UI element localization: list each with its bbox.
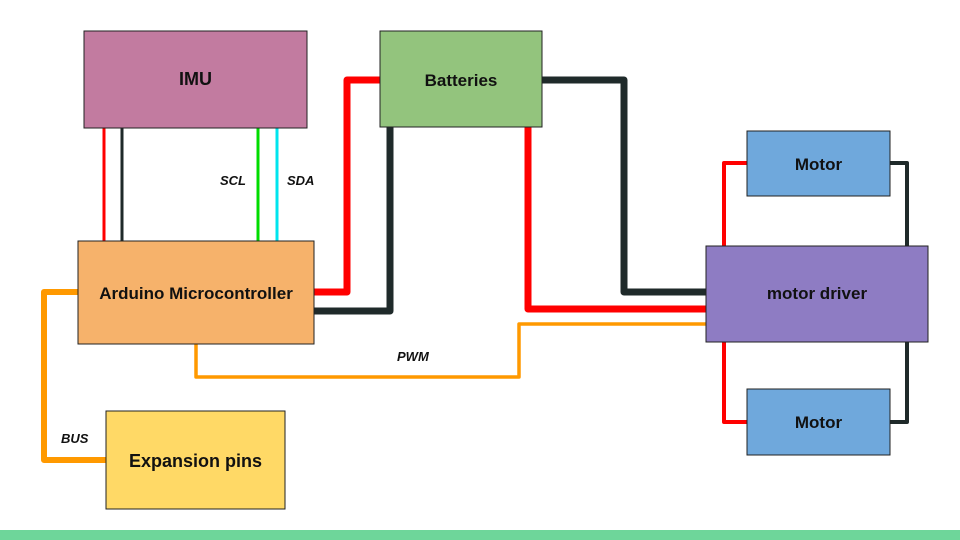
batteries-label: Batteries xyxy=(425,71,498,90)
pwm-wire xyxy=(194,322,706,379)
top-motor-power-wire xyxy=(722,161,747,246)
motor-top-label: Motor xyxy=(795,155,843,174)
expansion-pins-block: Expansion pins xyxy=(105,410,286,510)
arduino-label: Arduino Microcontroller xyxy=(99,284,293,303)
batteries-block: Batteries xyxy=(379,30,543,128)
motor-bottom-label: Motor xyxy=(795,413,843,432)
motor-top-block: Motor xyxy=(746,130,891,197)
sda-label: SDA xyxy=(287,173,314,188)
arduino-block: Arduino Microcontroller xyxy=(77,240,315,345)
imu-label: IMU xyxy=(179,69,212,89)
bottom-motor-power-wire xyxy=(722,342,747,424)
bus-wire xyxy=(41,289,106,463)
motor-driver-block: motor driver xyxy=(705,245,929,343)
scl-label: SCL xyxy=(220,173,246,188)
pwm-label: PWM xyxy=(397,349,430,364)
motor-bottom-block: Motor xyxy=(746,388,891,456)
motor-driver-label: motor driver xyxy=(767,284,868,303)
arduino-battery-power-wire xyxy=(314,76,380,296)
battery-driver-power-wire xyxy=(524,127,706,313)
battery-driver-ground-wire xyxy=(542,76,706,296)
expansion-pins-label: Expansion pins xyxy=(129,451,262,471)
top-motor-ground-wire xyxy=(890,161,909,246)
arduino-battery-ground-wire xyxy=(314,127,394,315)
bottom-accent-bar xyxy=(0,530,960,540)
imu-block: IMU xyxy=(83,30,308,129)
bottom-motor-ground-wire xyxy=(890,342,909,424)
bus-label: BUS xyxy=(61,431,89,446)
